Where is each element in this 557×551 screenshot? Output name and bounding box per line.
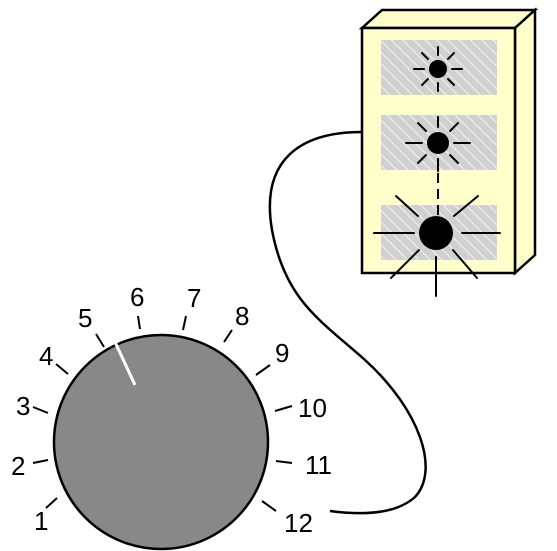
bulb-icon [429, 60, 447, 78]
connecting-wire [268, 130, 427, 515]
bulb-icon [419, 216, 453, 250]
dial-number-2: 2 [11, 451, 25, 481]
lamp-bright [373, 195, 501, 297]
lamp-dim [413, 46, 463, 92]
dial-number-6: 6 [130, 282, 144, 312]
dial-pointer [113, 341, 137, 386]
dial-knob[interactable] [52, 333, 270, 551]
dial-number-10: 10 [298, 393, 327, 423]
dial-number-1: 1 [34, 506, 48, 536]
dial-number-12: 12 [284, 508, 313, 538]
dial-number-7: 7 [187, 283, 201, 313]
dial-number-11: 11 [305, 450, 332, 480]
dial-number-5: 5 [78, 303, 92, 333]
dial-number-3: 3 [16, 391, 30, 421]
lamp-medium [405, 116, 471, 172]
dial-number-9: 9 [275, 338, 289, 368]
dial-number-labels: 1 2 3 4 5 6 7 8 9 10 11 12 [11, 282, 332, 538]
light-box-top [358, 8, 539, 30]
dial-number-8: 8 [235, 301, 249, 331]
light-box [358, 7, 539, 297]
bulb-icon [427, 132, 449, 154]
dial-ticks [32, 315, 293, 512]
dial-number-4: 4 [39, 341, 53, 371]
dimmer-dial[interactable]: 1 2 3 4 5 6 7 8 9 10 11 12 [11, 282, 332, 551]
light-box-side [513, 7, 537, 276]
